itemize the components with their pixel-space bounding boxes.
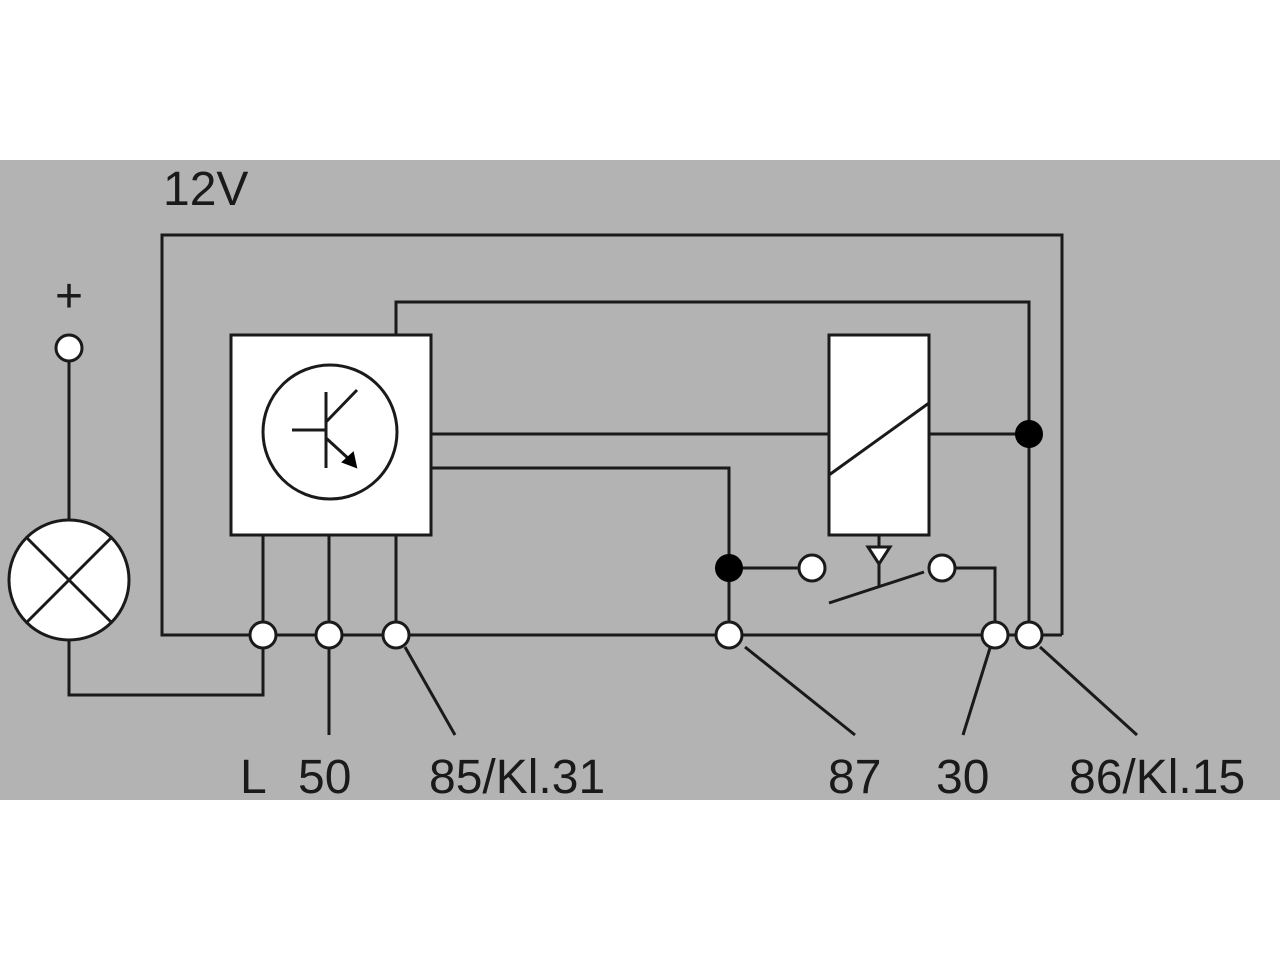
wire-controller-top-feed [394, 300, 1031, 635]
supply-label: 12V [163, 163, 248, 216]
junction-node-87 [715, 554, 743, 582]
label-85: 85/Kl.31 [429, 751, 605, 800]
leader-87 [744, 645, 856, 737]
label-30: 30 [936, 751, 989, 800]
plus-label: + [55, 270, 83, 323]
terminal-87 [714, 620, 744, 650]
wiring-diagram: 12V + L 5 [0, 160, 1280, 800]
terminal-85 [381, 620, 411, 650]
terminal-50 [314, 620, 344, 650]
circuit-svg: 12V + L 5 [7, 163, 1245, 800]
junction-node-86 [1015, 420, 1043, 448]
switch-contact-right [927, 553, 957, 583]
relay-coil-diagonal [828, 401, 930, 477]
relay-coil-box [827, 333, 931, 537]
leader-30 [961, 647, 992, 736]
wire-controller-87 [431, 466, 731, 635]
label-l: L [240, 751, 267, 800]
terminal-l [248, 620, 278, 650]
wire-12v-loop [160, 233, 1064, 637]
label-50: 50 [298, 751, 351, 800]
label-87: 87 [828, 751, 881, 800]
switch-contact-left [797, 553, 827, 583]
terminal-86 [1014, 620, 1044, 650]
relay-actuator-arrow [865, 545, 893, 567]
transistor-arrow-icon [341, 451, 358, 469]
relay-switch-contact [828, 570, 925, 605]
transistor-collector [324, 388, 359, 424]
transistor-emitter [324, 436, 352, 462]
lamp-cross-b [25, 536, 113, 624]
transistor-icon [261, 363, 399, 501]
terminal-30 [980, 620, 1010, 650]
plus-terminal [54, 333, 84, 363]
wire-lamp-l [67, 635, 265, 697]
label-86: 86/Kl.15 [1069, 751, 1245, 800]
wire-switch-30 [942, 566, 997, 635]
leader-86 [1038, 645, 1139, 737]
leader-85 [403, 646, 457, 736]
